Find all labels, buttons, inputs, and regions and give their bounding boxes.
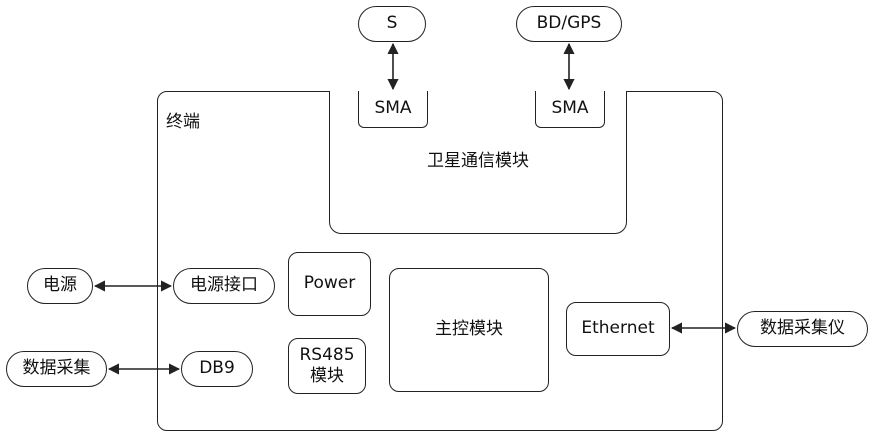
db9-port: DB9 <box>181 351 253 387</box>
s-antenna: S <box>358 6 426 42</box>
bd-gps-antenna: BD/GPS <box>516 6 622 42</box>
rs485-label-line1: RS485 <box>299 344 355 365</box>
rs485-label-line2: 模块 <box>310 366 344 386</box>
sma-left: SMA <box>358 91 428 128</box>
power-source: 电源 <box>27 268 93 304</box>
satellite-module-label: 卫星通信模块 <box>427 151 529 172</box>
data-collection: 数据采集 <box>6 351 107 387</box>
ethernet-port: Ethernet <box>566 302 670 356</box>
sma-right: SMA <box>535 91 605 128</box>
power-block: Power <box>288 252 371 316</box>
power-interface: 电源接口 <box>173 268 275 304</box>
rs485-module: RS485 模块 <box>288 338 366 394</box>
main-control-module: 主控模块 <box>389 268 549 392</box>
data-collector-instrument: 数据采集仪 <box>737 311 868 347</box>
terminal-label: 终端 <box>166 112 200 132</box>
connection-arrows <box>93 42 737 375</box>
